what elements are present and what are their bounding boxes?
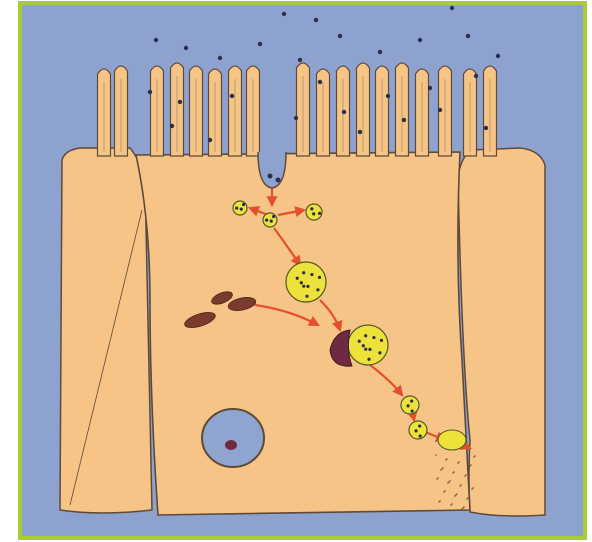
vesicle-content xyxy=(310,207,313,210)
vesicle-content xyxy=(272,215,275,218)
particle xyxy=(484,126,488,130)
vesicle-content xyxy=(364,348,367,351)
particle xyxy=(338,34,342,38)
vesicle-content xyxy=(270,219,273,222)
vesicle-content xyxy=(411,409,414,412)
particle xyxy=(178,100,182,104)
particle xyxy=(418,38,422,42)
particle xyxy=(496,54,500,58)
particle xyxy=(298,58,302,62)
vesicle-content xyxy=(362,344,365,347)
speckle xyxy=(445,459,447,461)
particle xyxy=(282,12,286,16)
particle xyxy=(268,174,273,179)
particle xyxy=(148,90,152,94)
particle xyxy=(230,94,234,98)
speckle xyxy=(473,456,475,458)
vesicle-content xyxy=(302,271,305,274)
speckle xyxy=(466,498,468,500)
vesicle-content xyxy=(318,276,321,279)
left-cell xyxy=(60,148,152,513)
speckle xyxy=(471,488,473,490)
speckle xyxy=(468,466,470,468)
vesicle-content xyxy=(364,334,367,337)
vesicle-content xyxy=(406,404,409,407)
vesicle-content xyxy=(358,340,361,343)
particle xyxy=(402,118,406,122)
vesicle-content xyxy=(305,295,308,298)
speckle xyxy=(454,495,456,497)
vesicle-content xyxy=(419,434,422,437)
speckle xyxy=(464,475,466,477)
particle xyxy=(276,178,281,183)
speckle xyxy=(452,472,454,474)
vesicle-content xyxy=(242,203,245,206)
nucleus-icon xyxy=(202,409,264,467)
particle xyxy=(258,42,262,46)
vesicle-content xyxy=(414,429,417,432)
vesicle-content xyxy=(235,206,238,209)
vesicle-icon xyxy=(401,396,419,414)
particle xyxy=(342,110,346,114)
vesicle-content xyxy=(372,336,375,339)
particle xyxy=(294,116,298,120)
vesicle-content xyxy=(312,212,315,215)
vesicle-content xyxy=(380,339,383,342)
right-cell xyxy=(458,148,545,516)
particle xyxy=(170,124,174,128)
speckle xyxy=(459,485,461,487)
speckle xyxy=(440,469,442,471)
vesicle-content xyxy=(367,358,370,361)
vesicle-content xyxy=(302,285,305,288)
particle xyxy=(474,74,478,78)
speckle xyxy=(438,501,440,503)
particle xyxy=(386,94,390,98)
particle xyxy=(314,18,318,22)
speckle xyxy=(435,454,437,456)
vesicle-content xyxy=(310,273,313,276)
nucleolus xyxy=(225,440,237,450)
speckle xyxy=(447,482,449,484)
vesicle-content xyxy=(316,288,319,291)
vesicle-content xyxy=(418,424,421,427)
particle xyxy=(208,138,212,142)
vesicle-icon xyxy=(409,421,427,439)
vesicle-content xyxy=(240,207,243,210)
vesicle-content xyxy=(296,277,299,280)
speckle xyxy=(457,462,459,464)
vesicle-content xyxy=(368,348,371,351)
particle xyxy=(378,50,382,54)
particle xyxy=(154,38,158,42)
particle xyxy=(428,86,432,90)
particle xyxy=(358,130,362,134)
vesicle-content xyxy=(306,285,309,288)
vesicle-content xyxy=(378,351,381,354)
particle xyxy=(438,108,442,112)
central-cell xyxy=(136,152,470,515)
speckle xyxy=(443,491,445,493)
particle xyxy=(184,46,188,50)
speckle xyxy=(461,508,463,510)
exocytosis-vesicle xyxy=(438,430,466,450)
vesicle-content xyxy=(300,281,303,284)
particle xyxy=(466,34,470,38)
particle xyxy=(450,6,454,10)
vesicle-content xyxy=(265,218,268,221)
speckle xyxy=(450,504,452,506)
vesicle-content xyxy=(318,212,321,215)
particle xyxy=(318,80,322,84)
particle xyxy=(218,56,222,60)
vesicle-content xyxy=(410,399,413,402)
speckle xyxy=(436,478,438,480)
